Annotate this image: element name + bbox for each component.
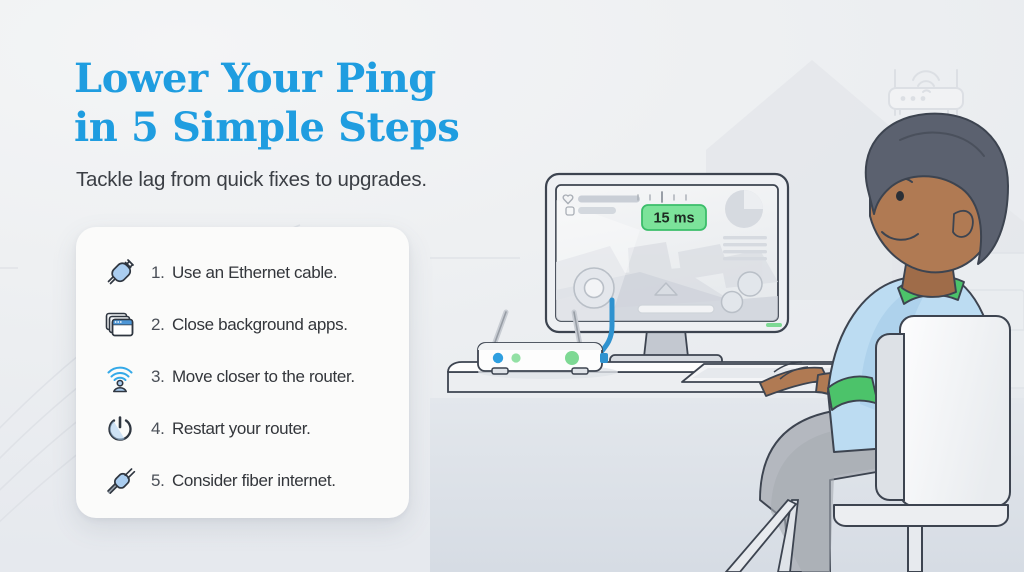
chair-back-side [875,333,905,501]
ethernet-plug-icon [100,253,140,293]
list-item[interactable]: 1. Use an Ethernet cable. [76,247,409,299]
desk-scene-illustration: 15 ms [430,112,1024,572]
chair-post [907,525,923,572]
chair-seat-plate [833,504,1009,527]
window-stack-icon [100,305,140,345]
steps-list: 1. Use an Ethernet cable. [76,227,409,518]
wall-lines [0,257,520,269]
fiber-plug-icon [100,461,140,501]
desk-router [477,309,608,375]
chair-leg-diag [724,498,798,572]
router-foot-right [571,367,589,375]
list-item[interactable]: 4. Restart your router. [76,403,409,455]
hud-controls [573,267,763,314]
office-chair [724,315,1011,572]
hair-strand [899,131,985,157]
finger-line-1 [773,361,803,373]
router-foot-left [491,367,509,375]
monitor-power-led [766,323,782,327]
router-cable-port [600,353,608,363]
router-antenna-right [571,309,583,348]
ping-badge-text: 15 ms [653,211,694,227]
finger-line-2 [779,366,809,380]
person-eye [896,191,904,201]
list-item[interactable]: 5. Consider fiber internet. [76,455,409,507]
wifi-person-icon [100,357,140,397]
list-item[interactable]: 3. Move closer to the router. [76,351,409,403]
list-item-number: 1. [151,263,165,282]
monitor: 15 ms [544,172,790,369]
person-mouth [881,231,919,241]
power-button-icon [100,409,140,449]
list-item-label: Close background apps. [172,315,348,334]
page-subtitle: Tackle lag from quick fixes to upgrades. [76,168,427,191]
hud-compass [637,191,687,203]
hud-health [562,194,640,216]
list-item-label: Restart your router. [172,419,311,438]
router-led-green-small [511,353,521,363]
ping-badge: 15 ms [641,204,707,231]
person-ear [952,209,974,238]
page-title: Lower Your Ping in 5 Simple Steps [74,55,460,151]
list-item-number: 3. [151,367,165,386]
router-led-blue [492,352,504,364]
list-item-number: 4. [151,419,165,438]
list-item-label: Consider fiber internet. [172,471,336,490]
router-led-green-large [565,351,579,365]
list-item-label: Use an Ethernet cable. [172,263,338,282]
router-antenna-left [491,309,509,348]
list-item-number: 5. [151,471,165,490]
person-hair [864,112,1009,265]
person-legs-shadow [771,424,900,572]
wall-router-icon [888,69,964,116]
list-item-label: Move closer to the router. [172,367,355,386]
list-item[interactable]: 2. Close background apps. [76,299,409,351]
chair-back [899,315,1011,507]
game-hud: 15 ms [556,190,778,321]
chair-leg-left [777,499,800,572]
steps-card: 1. Use an Ethernet cable. [76,227,409,518]
hud-minimap [723,190,767,261]
list-item-number: 2. [151,315,165,334]
